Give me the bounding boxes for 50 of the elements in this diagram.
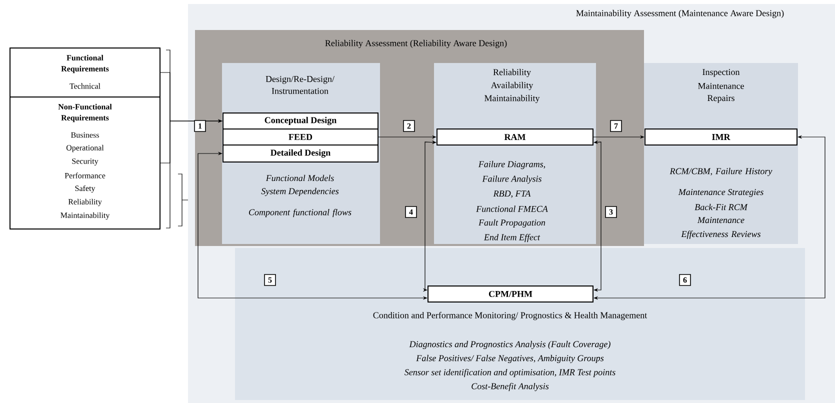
item-text: Functional Models xyxy=(266,174,334,182)
item-text: End Item Effect xyxy=(484,234,540,242)
process-box: Detailed Design xyxy=(222,144,378,162)
process-box: RAM xyxy=(436,128,594,146)
edge-label: 6 xyxy=(679,274,691,286)
item-text: Maintenance Strategies xyxy=(678,189,764,197)
column-heading: Inspection xyxy=(702,69,740,77)
item-text: Performance xyxy=(64,172,106,178)
edge-label: 7 xyxy=(610,120,622,132)
column-heading: Reliability xyxy=(493,68,531,78)
panel-title: Maintainability Assessment (Maintenance Aware Design) xyxy=(576,10,784,18)
item-text: Sensor set identification and optimisation, IMR Test points xyxy=(404,368,616,378)
edge-label: 5 xyxy=(264,274,276,286)
column-heading: Availability xyxy=(490,82,534,90)
process-box: IMR xyxy=(644,128,798,146)
heading-text: Non-Functional Requirements xyxy=(58,104,112,122)
edge-label: 4 xyxy=(405,206,417,218)
item-text: Functional FMECA xyxy=(476,206,548,212)
item-text: Maintainability xyxy=(60,212,110,220)
item-text: Diagnostics and Prognostics Analysis (Fault Coverage) xyxy=(409,340,610,350)
item-text: Back-Fit RCM xyxy=(694,204,748,210)
item-text: Reliability xyxy=(68,198,102,206)
edge-label: 2 xyxy=(403,120,415,132)
item-text: RCM/CBM, Failure History xyxy=(670,168,772,176)
process-box: CPM/PHM xyxy=(428,286,594,302)
edge-label: 1 xyxy=(194,120,206,132)
item-text: Security xyxy=(72,158,98,166)
item-text: False Positives/ False Negatives, Ambiguity Groups xyxy=(416,354,604,364)
edge-label: 3 xyxy=(605,206,617,218)
item-text: Failure Diagrams, xyxy=(478,160,545,170)
item-text: Fault Propagation xyxy=(478,219,546,228)
heading-text: Functional Requirements xyxy=(61,54,109,74)
panel-title: Reliability Assessment (Reliability Aware Design) xyxy=(325,40,507,48)
item-text: Maintenance Effectiveness Reviews xyxy=(681,217,760,239)
process-box: FEED xyxy=(222,128,378,146)
process-box: Conceptual Design xyxy=(222,112,378,130)
column-heading: Maintenance xyxy=(698,82,744,90)
item-text: Component functional flows xyxy=(249,208,352,218)
caption-text: Condition and Performance Monitoring/ Prognostics & Health Management xyxy=(373,312,648,320)
item-text: Cost-Benefit Analysis xyxy=(472,382,549,392)
item-text: Failure Analysis xyxy=(482,176,542,184)
item-text: Business xyxy=(71,132,99,138)
item-text: Technical xyxy=(70,83,100,89)
item-text: RBD, FTA xyxy=(493,190,531,198)
item-text: Operational xyxy=(66,144,104,152)
column-heading: Repairs xyxy=(708,95,734,103)
column-heading: Maintainability xyxy=(484,94,540,104)
column-heading: Design/Re-Design/ Instrumentation xyxy=(266,76,334,94)
item-text: System Dependencies xyxy=(261,188,339,196)
item-text: Safety xyxy=(75,185,96,193)
